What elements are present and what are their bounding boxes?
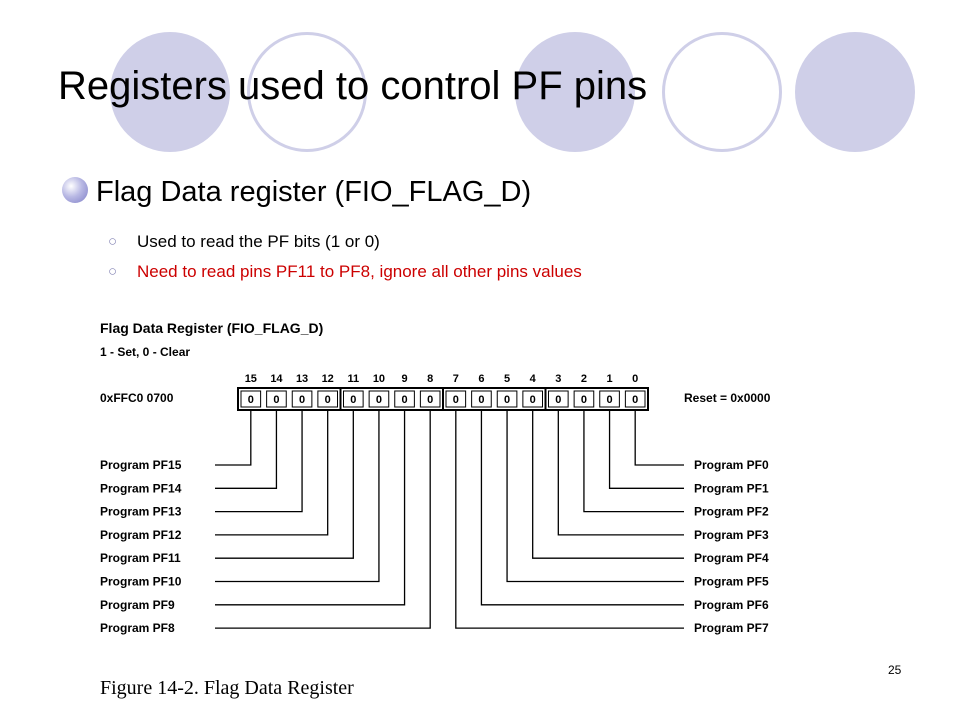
bit-value: 0 <box>607 394 613 406</box>
bit-cell <box>317 390 338 408</box>
decor-circle-2 <box>515 32 635 152</box>
left-pin-label: Program PF8 <box>100 621 175 635</box>
bit-cell <box>394 390 415 408</box>
bit-number: 3 <box>555 373 561 385</box>
bit-cell <box>471 390 492 408</box>
bit-number: 8 <box>427 373 433 385</box>
right-pin-label: Program PF3 <box>694 528 769 542</box>
bit-value: 0 <box>478 394 484 406</box>
left-wire <box>215 410 380 583</box>
sub-bullet-1: Used to read the PF bits (1 or 0) <box>137 232 380 251</box>
bit-value: 0 <box>350 394 356 406</box>
bit-number: 13 <box>296 373 308 385</box>
left-wire <box>215 410 329 536</box>
bit-cell <box>624 390 646 408</box>
left-pin-label: Program PF15 <box>100 458 182 472</box>
bit-number: 4 <box>530 373 537 385</box>
decor-ring-1 <box>247 32 367 152</box>
bit-cell <box>573 390 595 408</box>
left-pin-label: Program PF11 <box>100 551 181 565</box>
bit-cell <box>343 390 364 408</box>
right-wire <box>583 410 684 513</box>
bit-number: 11 <box>347 373 359 385</box>
right-wire <box>608 410 684 489</box>
right-pin-label: Program PF5 <box>694 575 769 589</box>
bit-value: 0 <box>376 394 382 406</box>
bit-number: 7 <box>453 373 459 385</box>
bit-cell <box>291 390 313 408</box>
bit-cell <box>599 390 620 408</box>
bit-value: 0 <box>299 394 305 406</box>
bit-value: 0 <box>427 394 433 406</box>
left-pin-label: Program PF13 <box>100 505 182 519</box>
bit-value: 0 <box>530 394 536 406</box>
bit-number: 5 <box>504 373 510 385</box>
right-pin-label: Program PF2 <box>694 505 769 519</box>
bit-cell <box>522 390 543 408</box>
sub-bullet-icon: ○ <box>108 263 118 280</box>
bit-value: 0 <box>248 394 254 406</box>
right-pin-label: Program PF7 <box>694 621 769 635</box>
right-wire <box>480 410 684 606</box>
decor-ring-2 <box>662 32 782 152</box>
register-address: 0xFFC0 0700 <box>100 391 174 405</box>
left-wire <box>215 410 406 606</box>
bit-number: 1 <box>607 373 613 385</box>
left-wire <box>215 410 303 513</box>
right-wire <box>506 410 684 583</box>
reset-value: Reset = 0x0000 <box>684 391 771 405</box>
right-pin-label: Program PF6 <box>694 598 769 612</box>
bit-value: 0 <box>453 394 459 406</box>
right-wire <box>455 410 684 629</box>
right-wire <box>557 410 684 536</box>
left-pin-label: Program PF14 <box>100 481 182 495</box>
left-wire <box>215 410 252 466</box>
bit-number: 10 <box>373 373 385 385</box>
bit-value: 0 <box>632 394 638 406</box>
bit-number: 9 <box>402 373 408 385</box>
sub-bullet-2: Need to read pins PF11 to PF8, ignore al… <box>137 262 582 281</box>
bit-value: 0 <box>555 394 561 406</box>
bit-number: 2 <box>581 373 587 385</box>
page-number: 25 <box>888 663 902 677</box>
right-wire <box>634 410 684 466</box>
left-wire <box>215 410 354 559</box>
bit-value: 0 <box>273 394 279 406</box>
sub-bullet-icon: ○ <box>108 233 118 250</box>
bit-value: 0 <box>581 394 587 406</box>
bit-value: 0 <box>504 394 510 406</box>
left-pin-label: Program PF12 <box>100 528 182 542</box>
bit-cell <box>548 390 569 408</box>
bit-cell <box>240 390 262 408</box>
figure-caption: Figure 14-2. Flag Data Register <box>100 677 354 699</box>
bit-number: 12 <box>322 373 334 385</box>
left-wire <box>215 410 431 629</box>
bullet-text: Flag Data register (FIO_FLAG_D) <box>96 176 532 208</box>
figure-legend: 1 - Set, 0 - Clear <box>100 345 190 359</box>
bit-number: 15 <box>245 373 257 385</box>
bit-cell <box>445 390 467 408</box>
bit-number: 6 <box>478 373 484 385</box>
right-pin-label: Program PF0 <box>694 458 769 472</box>
figure-heading: Flag Data Register (FIO_FLAG_D) <box>100 320 323 336</box>
right-pin-label: Program PF1 <box>694 481 769 495</box>
bit-cell <box>419 390 441 408</box>
bit-cell <box>368 390 390 408</box>
right-wire <box>532 410 684 559</box>
bit-value: 0 <box>325 394 331 406</box>
bit-number: 0 <box>632 373 638 385</box>
slide-title: Registers used to control PF pins <box>58 64 648 108</box>
decor-circle-3 <box>795 32 915 152</box>
left-pin-label: Program PF9 <box>100 598 175 612</box>
bit-value: 0 <box>402 394 408 406</box>
left-wire <box>215 410 278 489</box>
right-pin-label: Program PF4 <box>694 551 769 565</box>
bit-cell <box>496 390 518 408</box>
bullet-icon <box>62 177 88 203</box>
bit-number: 14 <box>270 373 283 385</box>
decor-circle-1 <box>110 32 230 152</box>
bit-cell <box>266 390 287 408</box>
left-pin-label: Program PF10 <box>100 575 182 589</box>
